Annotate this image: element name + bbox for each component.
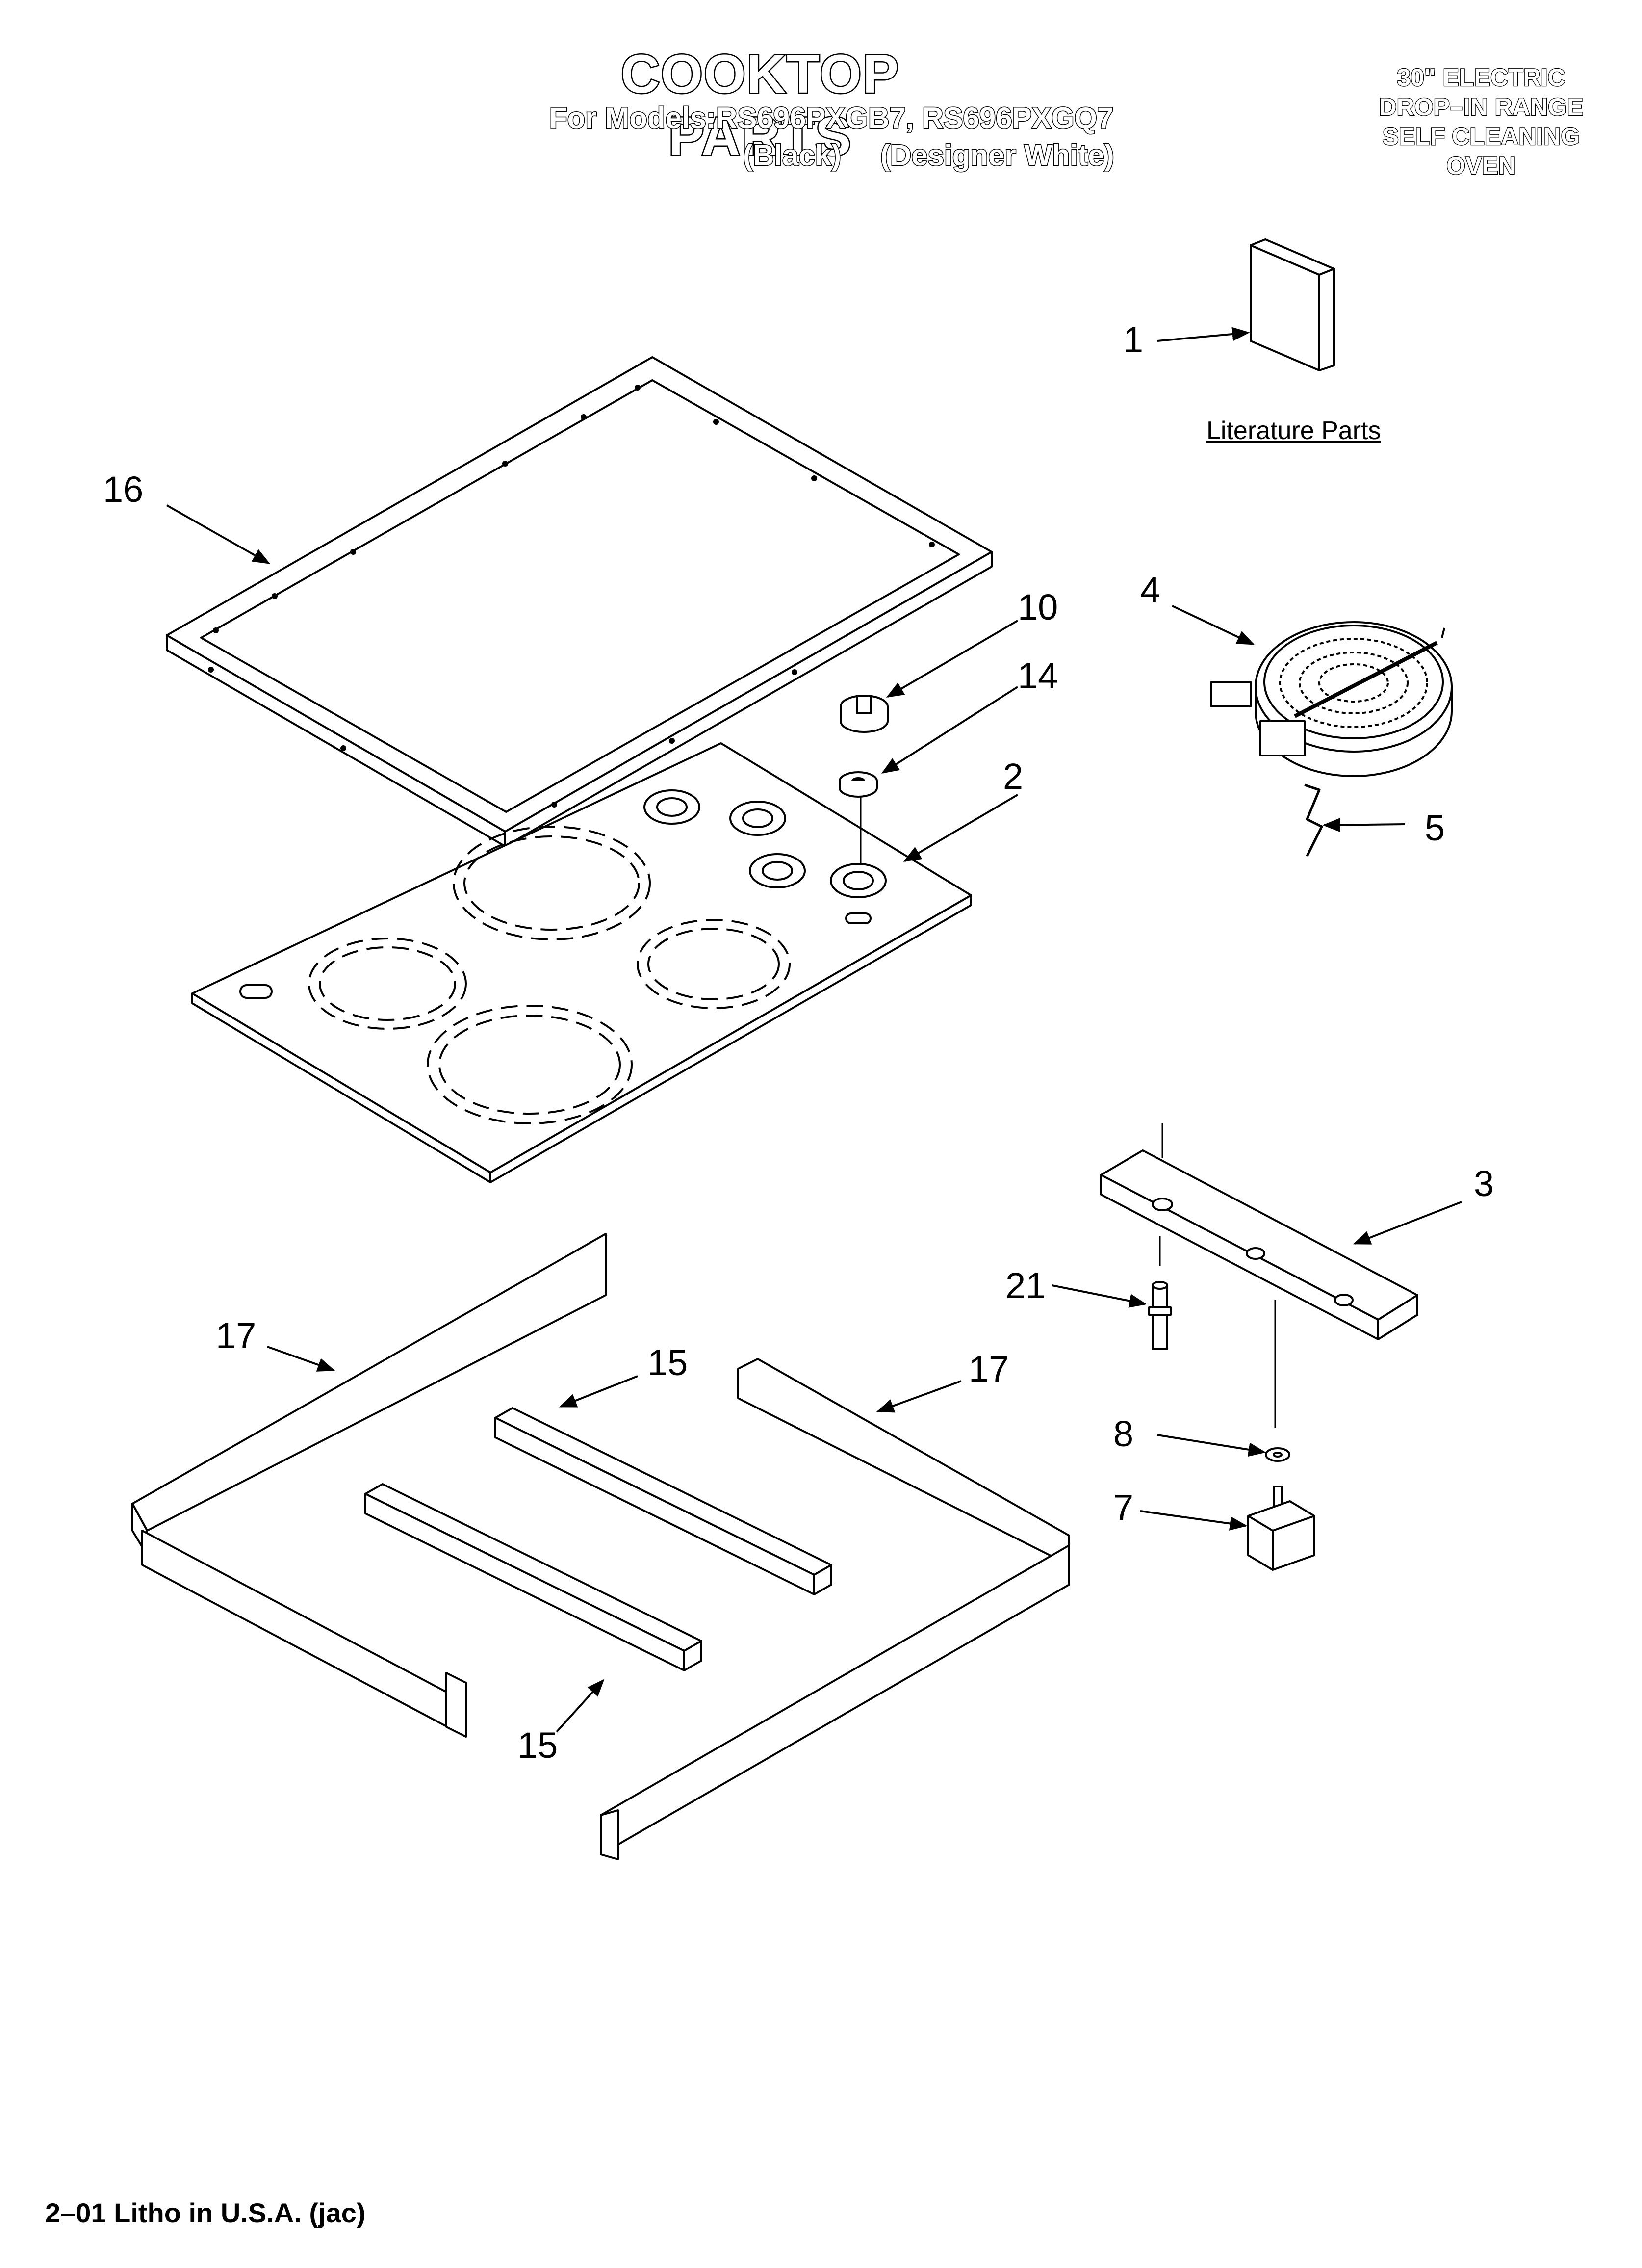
variant-black: (Black): [742, 138, 842, 173]
spec-line: DROP–IN RANGE: [1378, 93, 1584, 122]
variant-white: (Designer White): [880, 138, 1115, 173]
callout-7: 7: [1113, 1487, 1134, 1528]
range-spec-block: 30" ELECTRIC DROP–IN RANGE SELF CLEANING…: [1344, 63, 1618, 181]
callout-8: 8: [1113, 1413, 1134, 1454]
callout-5: 5: [1425, 808, 1445, 848]
callout-2: 2: [1003, 756, 1024, 797]
callout-21: 21: [1005, 1265, 1046, 1306]
mounting-block: [1247, 1486, 1315, 1571]
footer-print-code: 2–01 Litho in U.S.A. (jac): [45, 2197, 366, 2228]
callout-16: 16: [103, 469, 144, 510]
cooktop-frame: [166, 356, 993, 847]
mounting-bracket: [1100, 1149, 1418, 1340]
models-line: For Models:RS696PXGB7, RS696PXGQ7: [548, 101, 1114, 135]
element-clip: [1304, 783, 1323, 857]
spec-line: OVEN: [1446, 152, 1516, 181]
left-side-rail: [131, 1233, 607, 1738]
callout-15: 15: [647, 1342, 688, 1383]
literature-booklet: [1250, 238, 1335, 371]
callout-10: 10: [1018, 587, 1058, 627]
callout-17: 17: [969, 1349, 1009, 1389]
callout-4: 4: [1140, 570, 1161, 610]
control-knob: [840, 695, 889, 733]
cross-member: [364, 1483, 702, 1671]
spec-line: 30" ELECTRIC: [1396, 63, 1566, 92]
callout-1: 1: [1123, 319, 1144, 360]
callout-3: 3: [1474, 1163, 1494, 1204]
knob-seal: [839, 771, 878, 798]
spec-line: SELF CLEANING: [1382, 122, 1580, 151]
callout-leaders: [166, 327, 1462, 1733]
callout-17: 17: [216, 1315, 257, 1356]
washer: [1265, 1447, 1290, 1462]
right-side-rail: [600, 1358, 1070, 1860]
callout-14: 14: [1018, 655, 1058, 696]
cross-member: [494, 1407, 832, 1595]
page-title: COOKTOP PARTS: [619, 43, 900, 168]
standoff-post: [1148, 1281, 1172, 1350]
literature-parts-label: Literature Parts: [1206, 417, 1381, 445]
glass-cooktop: [191, 742, 972, 1183]
radiant-surface-element: [1210, 621, 1453, 777]
callout-15: 15: [517, 1725, 558, 1766]
